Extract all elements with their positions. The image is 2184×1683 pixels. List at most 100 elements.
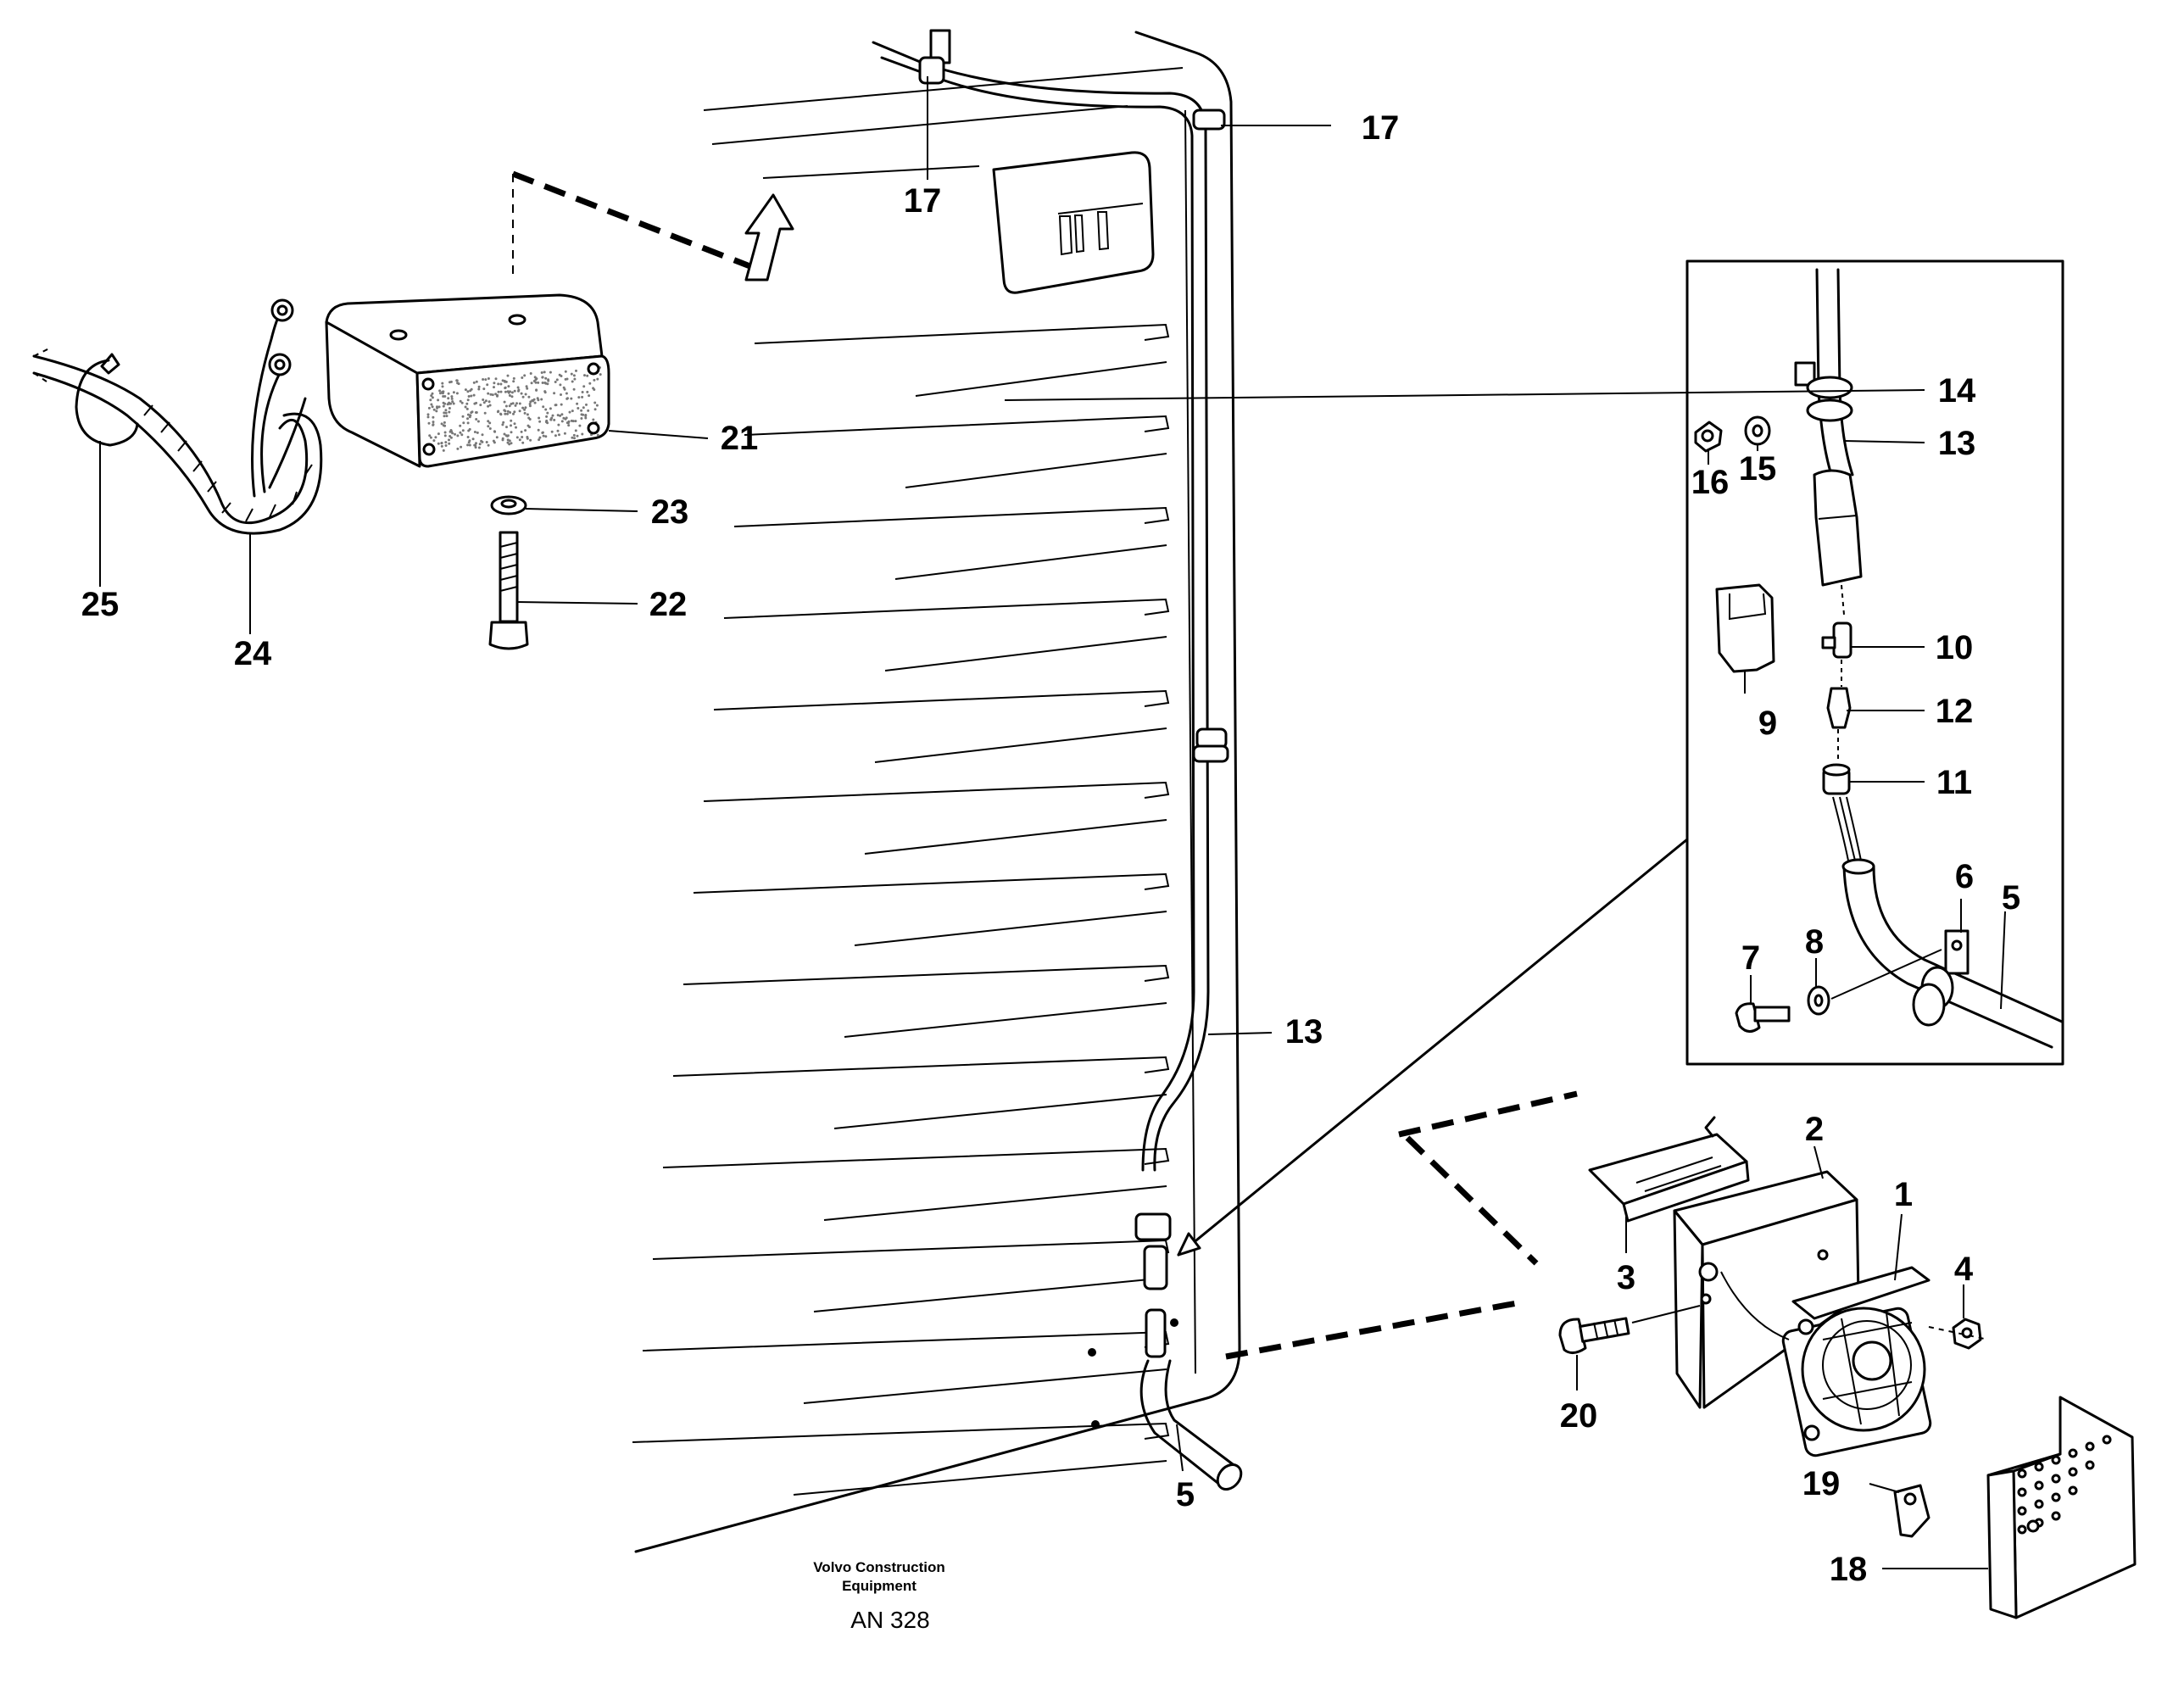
lens-dot	[544, 421, 548, 424]
lens-dot	[504, 412, 507, 415]
vent-hole	[2068, 1467, 2078, 1477]
lens-dot	[573, 377, 577, 381]
lens-dot	[466, 443, 470, 447]
lens-dot	[508, 443, 511, 446]
lens-dot	[520, 392, 523, 395]
lens-dot	[444, 409, 448, 412]
part-label-11: 11	[1936, 764, 1972, 801]
lens-dot	[543, 391, 547, 394]
lens-dot	[510, 395, 514, 398]
lens-dot	[452, 402, 455, 405]
lens-dot	[468, 443, 471, 447]
lens-dot	[513, 410, 516, 414]
harness-24-b	[32, 371, 323, 535]
vent-hole	[2034, 1480, 2044, 1491]
vent-hole	[2068, 1448, 2078, 1458]
lens-dot	[531, 398, 534, 402]
lens-dot	[550, 416, 554, 420]
lens-dot	[541, 432, 544, 434]
lens-dot	[586, 390, 589, 393]
lens-dot	[511, 402, 515, 405]
inset-screw-7-shank	[1753, 1006, 1791, 1023]
part-label-5: 5	[1176, 1476, 1195, 1513]
louver-slat-lower	[803, 1368, 1167, 1404]
lens-dot	[538, 420, 542, 423]
lamp-assembly	[32, 170, 794, 650]
lens-dot	[479, 404, 482, 407]
lens-dot	[437, 398, 440, 402]
lens-dot	[485, 441, 488, 443]
door-top-line	[711, 105, 1128, 145]
lens-dot	[474, 443, 477, 447]
lens-dot	[527, 416, 531, 420]
lens-dot	[525, 385, 528, 388]
lens-dot	[563, 387, 566, 391]
lens-dot	[481, 433, 484, 437]
lens-dot	[510, 431, 513, 434]
lens-dot	[443, 431, 447, 434]
louver-slat	[632, 1422, 1170, 1443]
lens-dot	[553, 392, 556, 395]
vent-hole	[2034, 1499, 2044, 1509]
harness-wire-3	[268, 397, 307, 489]
lens-dot	[538, 438, 541, 442]
lens-dot	[573, 437, 576, 440]
louver-slat	[642, 1330, 1170, 1351]
lens-dot	[440, 442, 443, 445]
inset-clip-14-tab	[1794, 361, 1816, 387]
vent-hole	[2068, 1485, 2078, 1496]
vent-hole	[2051, 1455, 2061, 1465]
lens-dot	[586, 374, 589, 377]
louver-slat-lower	[833, 1094, 1167, 1129]
lens-dot	[470, 387, 473, 391]
lens-dot	[546, 411, 549, 415]
lens-dot	[448, 381, 451, 384]
lens-dot	[563, 432, 566, 435]
lens-dot	[507, 385, 510, 388]
bracket-3-edge	[1622, 1160, 1750, 1223]
part-label-12: 12	[1936, 693, 1974, 730]
lens-dot	[526, 424, 530, 427]
inset-pointer-line	[1177, 838, 1689, 1257]
lens-dot	[451, 432, 454, 435]
inset-washer-8-hole	[1814, 994, 1824, 1007]
lens-dot	[534, 381, 538, 384]
lens-dot	[549, 371, 552, 374]
door-rivet	[1088, 1348, 1096, 1357]
lens-dot	[451, 400, 454, 404]
lens-dot	[427, 421, 431, 425]
lens-dot	[541, 376, 544, 379]
louver-slat	[723, 598, 1170, 619]
lens-dot	[434, 436, 437, 439]
lens-dot	[580, 413, 583, 416]
lens-dot	[499, 390, 503, 393]
lens-dot	[478, 443, 482, 446]
washer-23-hole	[500, 499, 517, 509]
lens-dot	[487, 443, 490, 447]
harness-wire-2	[260, 365, 286, 493]
louver-slat-lower	[813, 1277, 1167, 1312]
inset-nut-16-hole	[1701, 429, 1714, 443]
lens-dot	[582, 406, 585, 410]
lens-dot	[504, 380, 506, 383]
part-label-20: 20	[1560, 1397, 1598, 1435]
lens-dot	[545, 415, 549, 418]
lens-dot	[472, 381, 476, 384]
lamp-hole	[389, 329, 408, 341]
clip-17-top-sleeve	[918, 56, 945, 85]
lens-dot	[556, 429, 560, 432]
mount-direction-line	[511, 170, 765, 275]
lens-dot	[474, 446, 477, 449]
lens-dot	[580, 409, 583, 412]
lens-dot	[506, 390, 510, 393]
lens-dot	[466, 398, 470, 402]
lamp-21-side	[325, 320, 421, 468]
drawing-caption: Volvo Construction Equipment AN 328	[813, 1559, 945, 1633]
lens-dot	[544, 376, 548, 380]
lens-dot	[521, 436, 524, 438]
lens-dot	[599, 373, 602, 376]
clip-door-middle-2	[1192, 744, 1229, 763]
lens-dot	[448, 410, 451, 414]
lens-dot	[442, 404, 445, 408]
lens-dot	[484, 399, 488, 403]
